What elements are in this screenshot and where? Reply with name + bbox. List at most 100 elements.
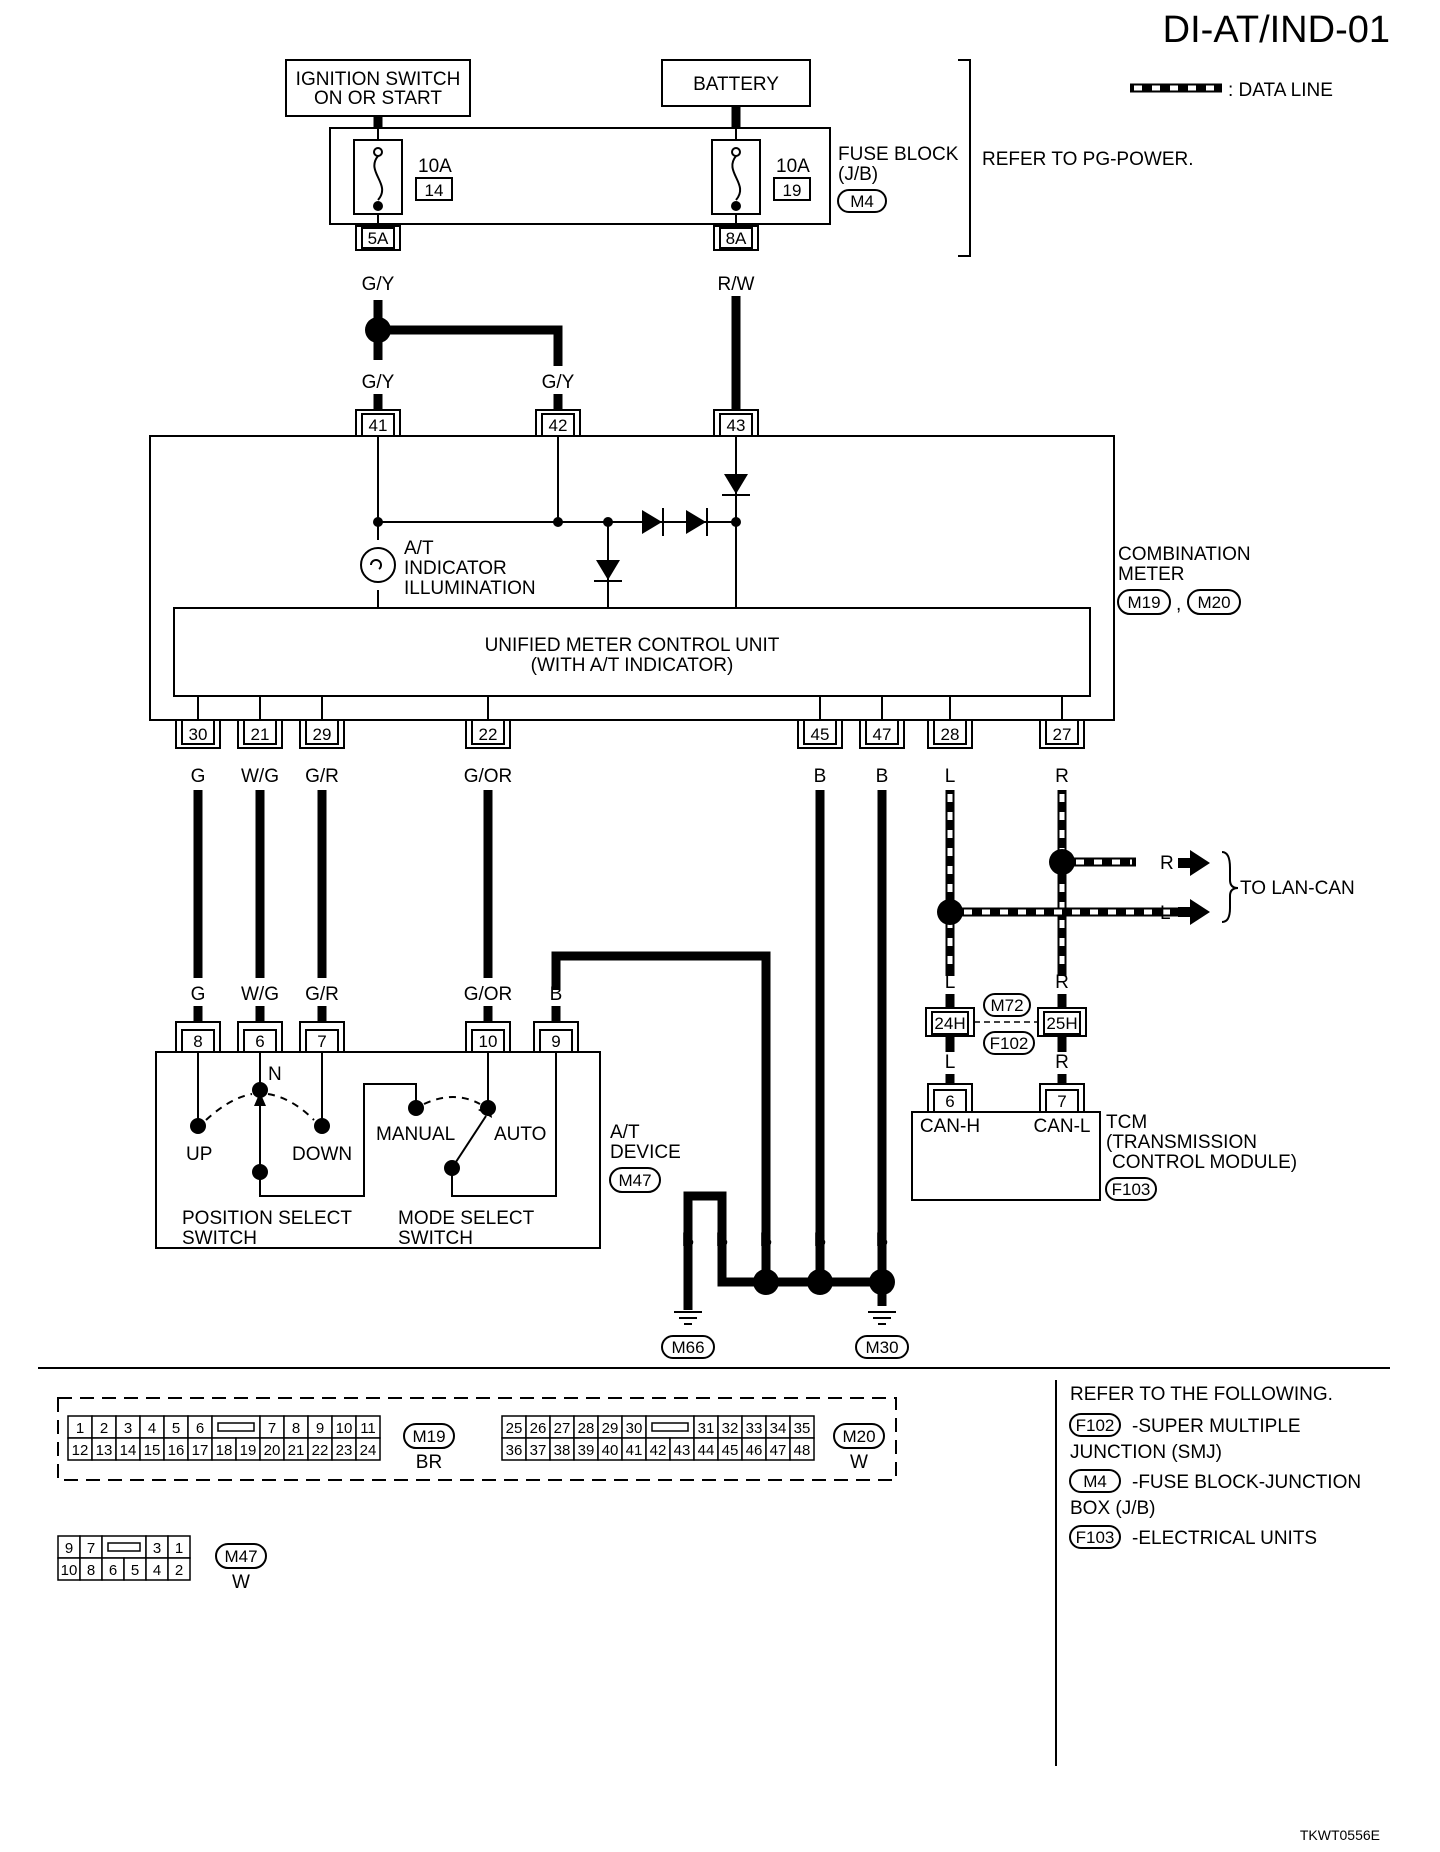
m19-name: M19 <box>412 1427 445 1446</box>
footer-code: TKWT0556E <box>1300 1827 1380 1843</box>
connector-pin-number: 35 <box>794 1420 811 1437</box>
pin-8a: 8A <box>713 225 759 251</box>
svg-text:47: 47 <box>873 725 892 744</box>
svg-text:30: 30 <box>189 725 208 744</box>
at-indicator-label-2: INDICATOR <box>404 558 507 579</box>
svg-text:41: 41 <box>369 416 388 435</box>
wire-label-b-g2: B <box>716 1230 729 1251</box>
m47-color: W <box>232 1572 250 1593</box>
connector-pin-number: 22 <box>312 1442 329 1459</box>
wire-label-b-47: B <box>876 766 889 787</box>
refer-f103-code: F103 <box>1076 1528 1115 1547</box>
pin-30: 30 <box>175 719 221 749</box>
connector-pin-number: 30 <box>626 1420 643 1437</box>
svg-text:10: 10 <box>479 1032 498 1051</box>
wire-label-gor: G/OR <box>464 766 513 787</box>
at-device-connector: M47 <box>618 1171 651 1190</box>
svg-text:6: 6 <box>255 1032 264 1051</box>
fuse-block-connector: M4 <box>850 192 874 211</box>
connector-cavity <box>789 1437 815 1461</box>
wire-label-gy-41: G/Y <box>362 372 395 393</box>
connector-pin-number: 10 <box>336 1420 353 1437</box>
connector-pin-number: 41 <box>626 1442 643 1459</box>
pin-5a: 5A <box>355 225 401 251</box>
wire-label-l-mid: L <box>945 972 956 993</box>
wire-label-g: G <box>191 766 206 787</box>
connector-pin-number: 29 <box>602 1420 619 1437</box>
connector-key-slot <box>217 1422 255 1432</box>
wire-label-wg-lower: W/G <box>241 984 279 1005</box>
refer-m4-code: M4 <box>1083 1472 1107 1491</box>
tcm-can-h: CAN-H <box>920 1116 980 1137</box>
at-indicator-label-1: A/T <box>404 538 434 559</box>
connector-pin-number: 18 <box>216 1442 233 1459</box>
refer-pg-power: REFER TO PG-POWER. <box>982 149 1194 170</box>
connector-pin-number: 36 <box>506 1442 523 1459</box>
refer-f102-line2: JUNCTION (SMJ) <box>1070 1442 1222 1463</box>
connector-m20-label: M20 <box>1197 593 1230 612</box>
ground-splice-1 <box>753 1269 779 1295</box>
diode-4-icon <box>594 560 622 582</box>
connector-pin-number: 16 <box>168 1442 185 1459</box>
junction-f102-label: F102 <box>990 1034 1029 1053</box>
connector-pin-number: 9 <box>316 1420 324 1437</box>
connector-pin-number: 20 <box>264 1442 281 1459</box>
wire-label-gr-lower: G/R <box>305 984 339 1005</box>
connector-pin-number: 28 <box>578 1420 595 1437</box>
wire-label-r-27: R <box>1055 766 1069 787</box>
tcm-box <box>911 1111 1101 1201</box>
ignition-label-2: ON OR START <box>314 88 442 109</box>
battery-label: BATTERY <box>693 74 779 95</box>
wire-label-g-lower: G <box>191 984 206 1005</box>
connector-pin-number: 2 <box>175 1562 183 1579</box>
wire-label-b-g5: B <box>876 1230 889 1251</box>
diode-2-icon <box>686 508 708 536</box>
arrow-right-icon <box>1178 850 1210 876</box>
pin-45: 45 <box>797 719 843 749</box>
connector-pin-number: 44 <box>698 1442 715 1459</box>
tcm-label-2: (TRANSMISSION <box>1106 1132 1257 1153</box>
wire-label-b-g4: B <box>814 1230 827 1251</box>
connector-pin-number: 1 <box>175 1540 183 1557</box>
fuse-19-amp: 10A <box>776 156 810 177</box>
connector-pin-number: 7 <box>268 1420 276 1437</box>
wire-label-b-45: B <box>814 766 827 787</box>
wire-label-gr: G/R <box>305 766 339 787</box>
fuse-19: 10A 19 <box>711 139 811 215</box>
connector-pin-number: 31 <box>698 1420 715 1437</box>
connector-pin-number: 4 <box>148 1420 156 1437</box>
svg-text:42: 42 <box>549 416 568 435</box>
pin-25h: 25H <box>1037 1007 1087 1037</box>
unit-label-2: (WITH A/T INDICATOR) <box>531 655 734 676</box>
m20-name: M20 <box>842 1427 875 1446</box>
ignition-label-1: IGNITION SWITCH <box>296 69 461 90</box>
connector-pin-number: 3 <box>153 1540 161 1557</box>
svg-text:22: 22 <box>479 725 498 744</box>
m20-color: W <box>850 1452 868 1473</box>
m19-color: BR <box>416 1452 442 1473</box>
position-select-label-2: SWITCH <box>182 1228 257 1249</box>
switch-up-label: UP <box>186 1144 212 1165</box>
fuse-14-amp: 10A <box>418 156 452 177</box>
fuse-block-label-2: (J/B) <box>838 164 878 185</box>
mode-select-label-1: MODE SELECT <box>398 1208 535 1229</box>
connector-pin-number: 11 <box>360 1420 376 1437</box>
svg-text:25H: 25H <box>1046 1014 1077 1033</box>
connector-pin-number: 3 <box>124 1420 132 1437</box>
fuse-14-number: 14 <box>425 181 444 200</box>
svg-text:45: 45 <box>811 725 830 744</box>
connector-pin-number: 23 <box>336 1442 353 1459</box>
connector-pin-number: 2 <box>100 1420 108 1437</box>
refer-heading: REFER TO THE FOLLOWING. <box>1070 1384 1333 1405</box>
lan-r-label: R <box>1160 853 1174 874</box>
svg-text:9: 9 <box>551 1032 560 1051</box>
ground-m66-label: M66 <box>671 1338 704 1357</box>
svg-text:27: 27 <box>1053 725 1072 744</box>
tcm-label-1: TCM <box>1106 1112 1147 1133</box>
pin-43: 43 <box>713 409 759 437</box>
refer-f103-line1: -ELECTRICAL UNITS <box>1132 1528 1317 1549</box>
at-indicator-label-3: ILLUMINATION <box>404 578 536 599</box>
